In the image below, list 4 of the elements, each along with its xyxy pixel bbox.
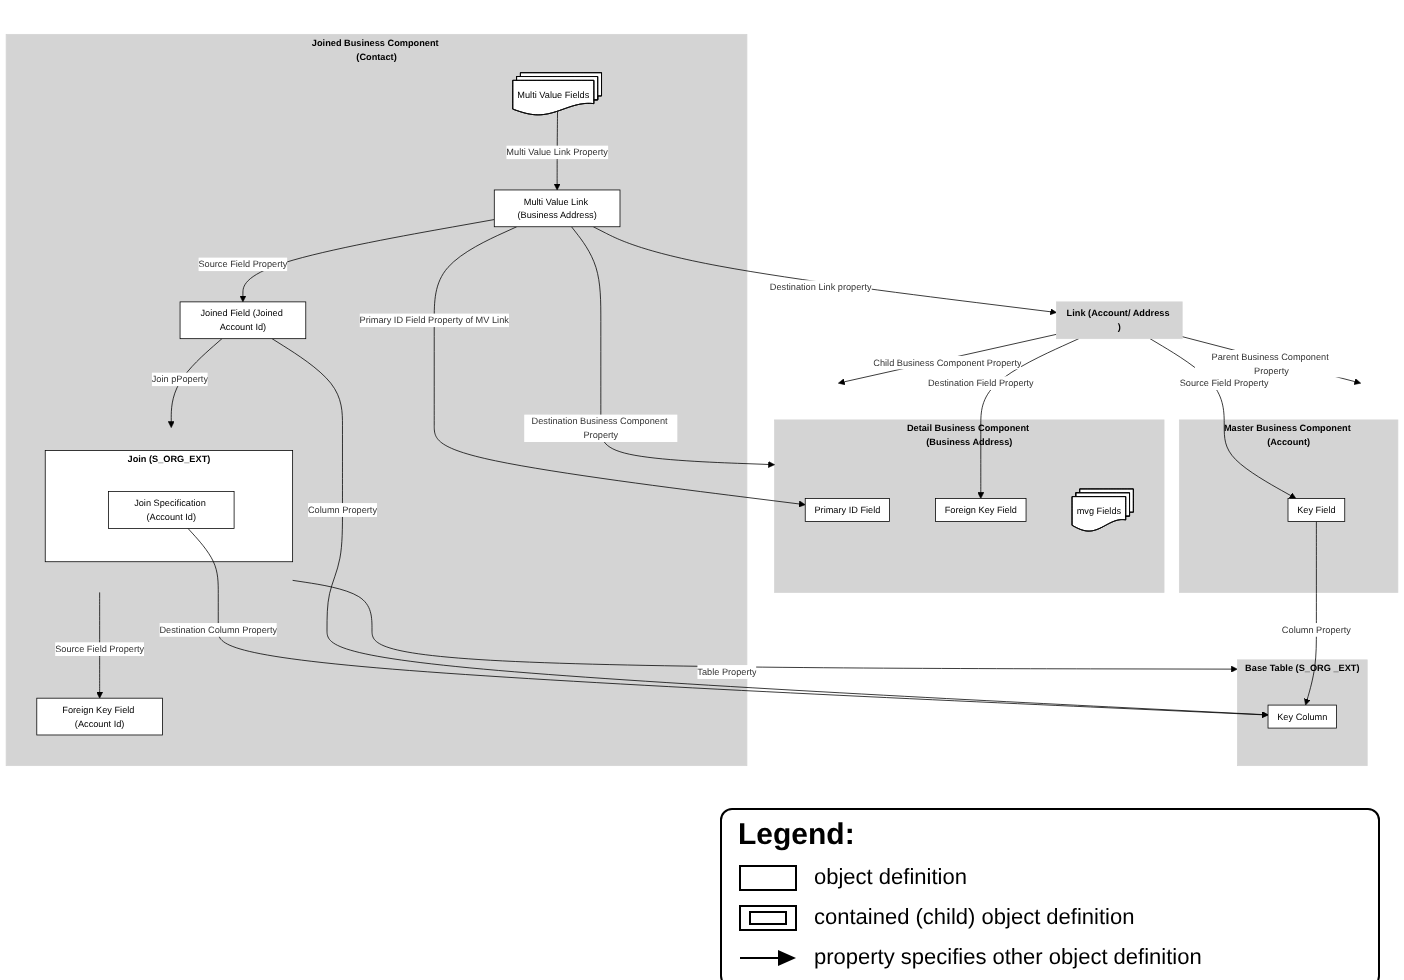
legend-title: Legend:: [738, 818, 855, 852]
legend-text: contained (child) object definition: [814, 906, 1135, 930]
legend-text: object definition: [814, 866, 967, 890]
legend-text: property specifies other object definition: [814, 946, 1202, 970]
